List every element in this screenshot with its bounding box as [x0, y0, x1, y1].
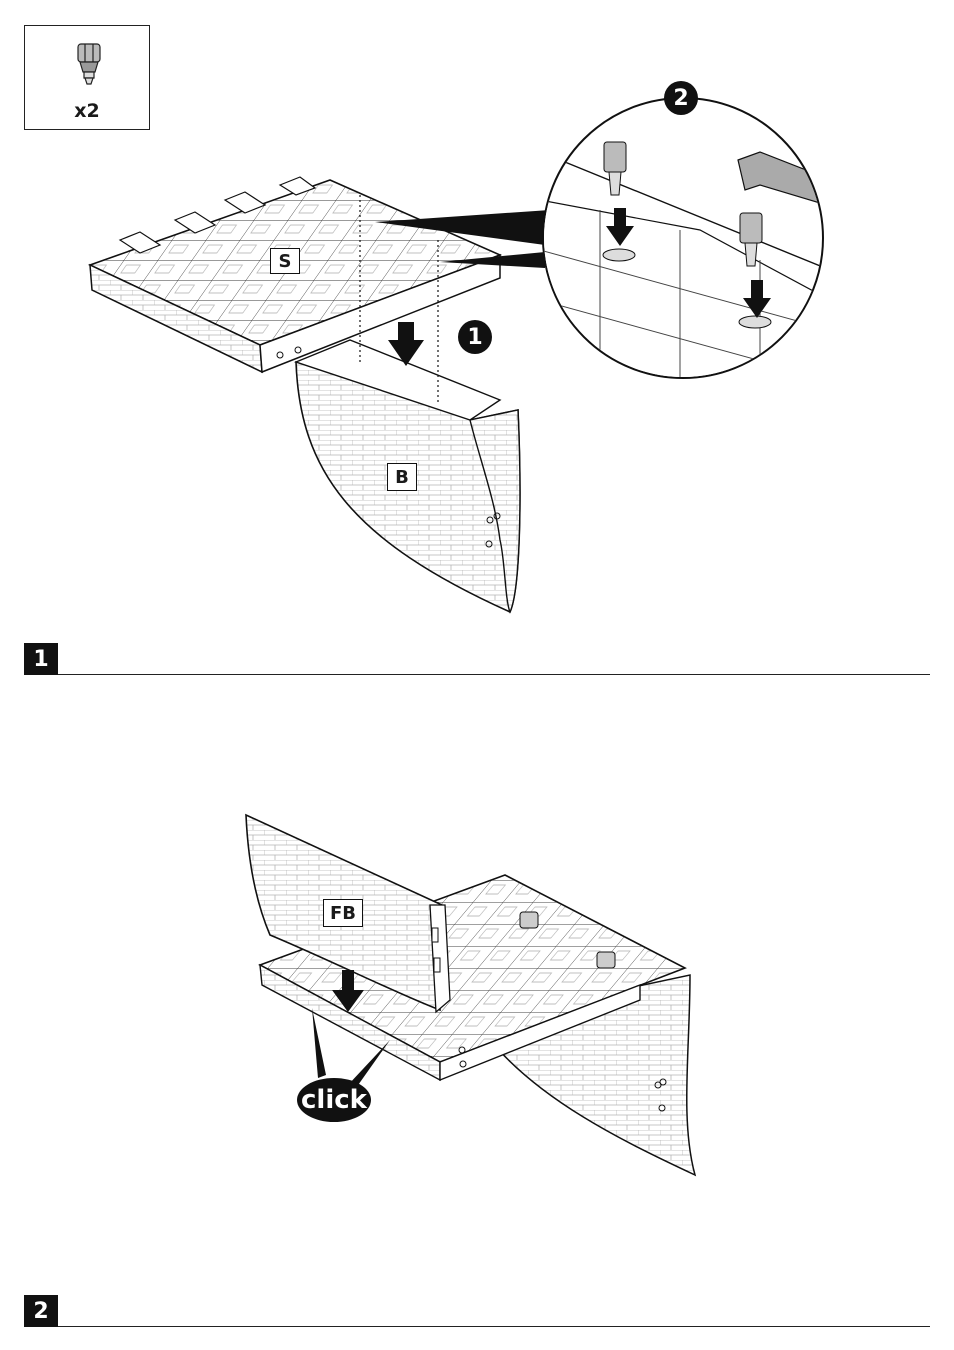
click-callout: click — [297, 1078, 371, 1122]
back-label: B — [387, 463, 417, 491]
sub-step-badge-2: 2 — [664, 81, 698, 115]
step-2-rule — [58, 1326, 930, 1327]
step-1-badge: 1 — [24, 643, 58, 675]
step-1-rule — [58, 674, 930, 675]
down-arrow-icon — [332, 970, 364, 1012]
front-back-label: FB — [323, 899, 363, 927]
step-2-badge: 2 — [24, 1295, 58, 1327]
detail-zoom-circle — [540, 98, 870, 400]
seat-label: S — [270, 248, 300, 274]
seat-panel — [90, 177, 500, 372]
sub-step-badge-1: 1 — [458, 320, 492, 354]
